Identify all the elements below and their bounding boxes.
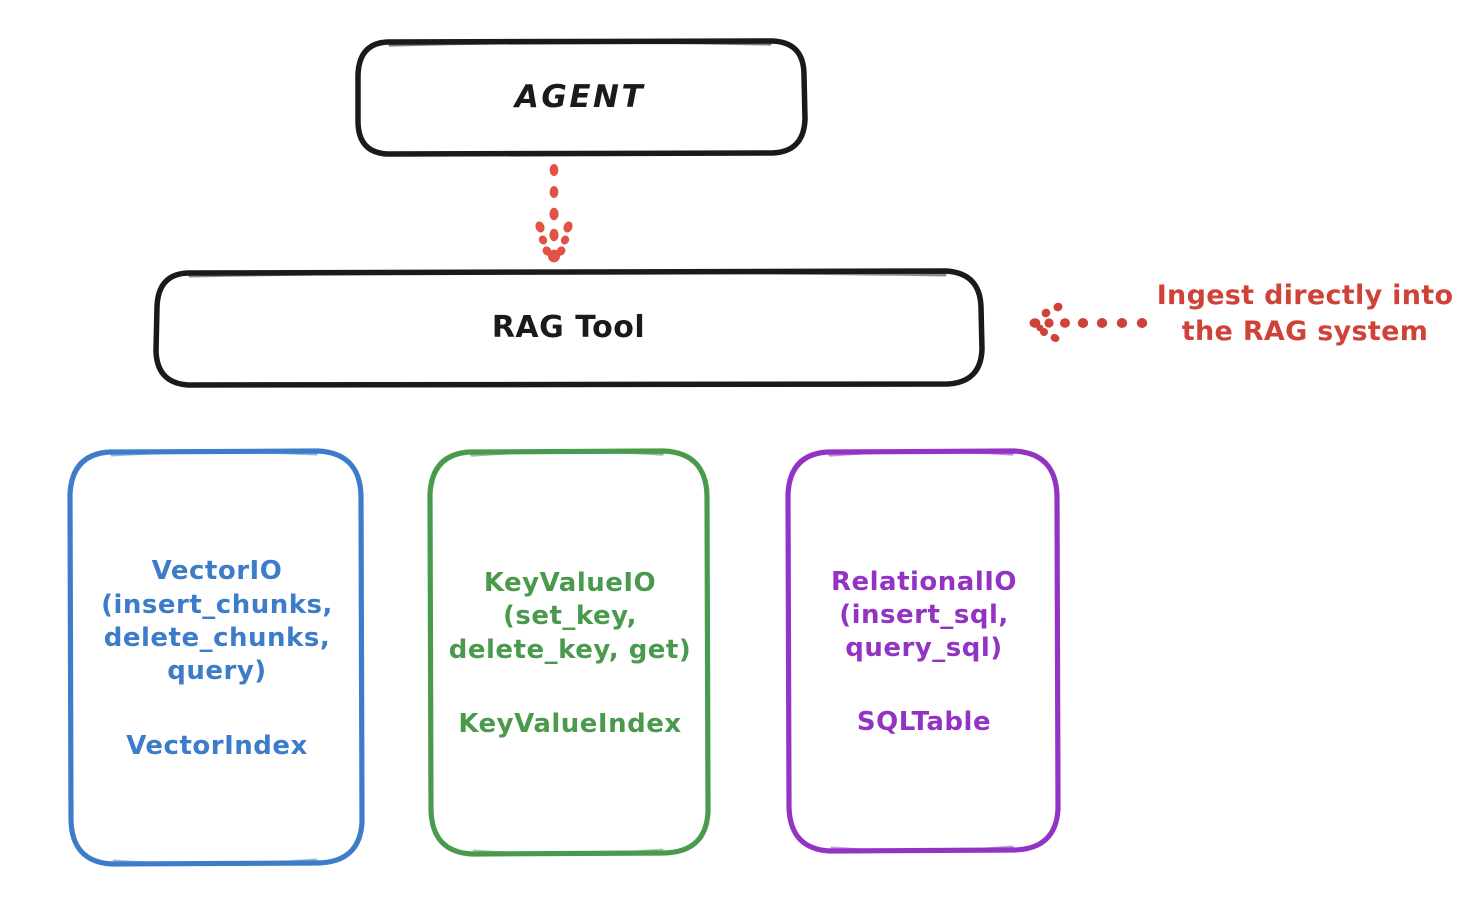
ingest-annotation: Ingest directly into the RAG system xyxy=(1156,280,1454,348)
agent-label: AGENT xyxy=(514,78,646,115)
vectorio-subtitle: VectorIndex xyxy=(126,730,308,761)
dotted-down-arrow-icon xyxy=(535,164,573,263)
vectorio-node[interactable]: VectorIO (insert_chunks, delete_chunks, … xyxy=(70,450,364,866)
agent-node[interactable]: AGENT xyxy=(358,41,802,152)
rag-tool-label: RAG Tool xyxy=(491,309,646,345)
relationalio-title: RelationalIO (insert_sql, query_sql) xyxy=(830,566,1018,664)
rag-tool-node[interactable]: RAG Tool xyxy=(157,272,980,382)
relationalio-subtitle: SQLTable xyxy=(856,707,992,738)
dotted-left-arrow-icon xyxy=(1029,302,1148,342)
relationalio-node[interactable]: RelationalIO (insert_sql, query_sql) SQL… xyxy=(788,450,1060,853)
keyvalueio-title: KeyValueIO (set_key, delete_key, get) xyxy=(448,568,692,665)
keyvalueio-node[interactable]: KeyValueIO (set_key, delete_key, get) Ke… xyxy=(430,450,710,856)
keyvalueio-subtitle: KeyValueIndex xyxy=(458,708,682,739)
vectorio-title: VectorIO (insert_chunks, delete_chunks, … xyxy=(101,556,333,687)
